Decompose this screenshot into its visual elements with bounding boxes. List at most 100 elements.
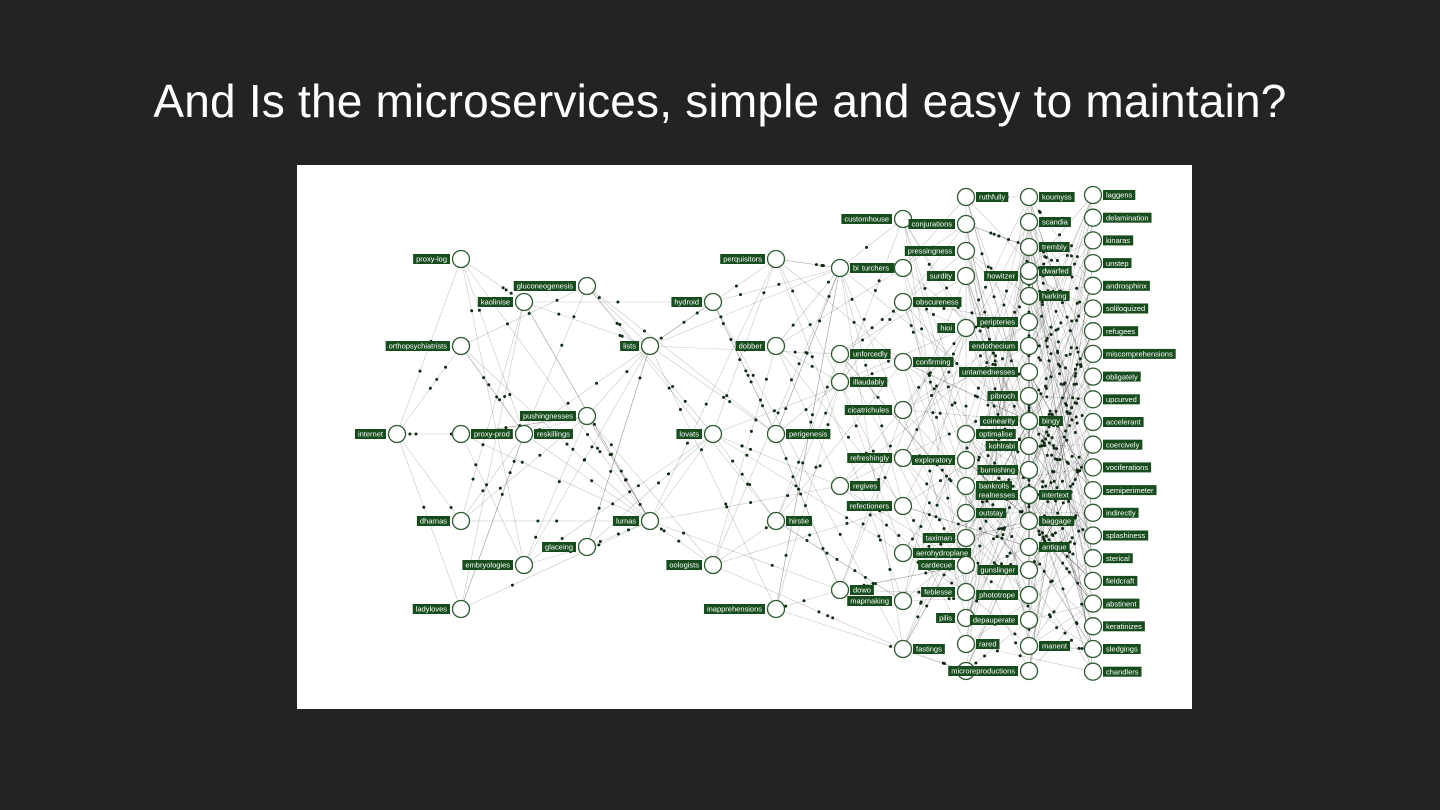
graph-edge <box>1028 420 1094 559</box>
edge-dot <box>978 354 982 358</box>
node-circle <box>956 187 976 207</box>
node-label-bg <box>844 405 892 415</box>
edge-dot <box>868 513 872 517</box>
graph-node: laggens <box>1083 185 1136 205</box>
graph-edge <box>1028 240 1094 496</box>
graph-node: refreshingly <box>847 448 913 468</box>
edge-dot <box>947 432 951 436</box>
node-label-bg <box>913 297 962 307</box>
node-label-bg <box>913 644 945 654</box>
edge-dot <box>911 537 915 541</box>
graph-edge <box>902 218 1030 621</box>
edge-dot <box>1047 359 1051 363</box>
node-label-bg <box>904 246 955 256</box>
graph-node: conjurations <box>908 214 976 234</box>
graph-edge <box>902 494 1030 554</box>
graph-edge <box>965 196 1030 461</box>
graph-edge <box>1028 221 1094 309</box>
node-circle <box>1019 537 1039 557</box>
edge-dot <box>946 385 950 389</box>
graph-edge <box>902 505 1030 548</box>
edge-dot <box>925 482 929 486</box>
edge-dot <box>997 476 1001 480</box>
edge-dot <box>797 362 801 366</box>
node-circle <box>1019 336 1039 356</box>
edge-dot <box>1014 641 1018 645</box>
node-label: refugees <box>1106 327 1135 336</box>
edge-dot <box>1007 478 1011 482</box>
edge-dot <box>1080 602 1084 606</box>
edge-dot <box>974 325 978 329</box>
edge-dot <box>1080 646 1084 650</box>
graph-node: regives <box>830 476 881 496</box>
graph-edge <box>902 327 967 411</box>
node-circle <box>1019 661 1039 681</box>
slide-title: And Is the microservices, simple and eas… <box>153 75 1287 127</box>
graph-node: bingy <box>1019 411 1063 431</box>
node-label: semiperimeter <box>1106 486 1154 495</box>
node-label-bg <box>977 465 1018 475</box>
graph-edge <box>712 505 904 566</box>
node-circle <box>451 424 471 444</box>
node-circle <box>830 372 850 392</box>
edge-dot <box>509 291 513 295</box>
edge-dot <box>888 568 892 572</box>
graph-node: lovats <box>676 424 723 444</box>
node-label-bg <box>477 297 513 307</box>
graph-edge <box>1028 295 1094 581</box>
edge-dot <box>565 442 569 446</box>
edge-dot <box>974 419 978 423</box>
edge-dot <box>897 533 901 537</box>
node-label: taximan <box>926 534 952 543</box>
graph-edge <box>712 433 841 487</box>
edge-dot <box>1038 358 1042 362</box>
edge-dot <box>1040 444 1044 448</box>
graph-edge <box>902 345 1030 411</box>
edge-dot <box>616 532 620 536</box>
edge-dot <box>888 444 892 448</box>
edge-dot <box>1069 346 1073 350</box>
node-label-bg <box>918 560 955 570</box>
graph-edge <box>775 267 904 347</box>
node-label-bg <box>786 429 831 439</box>
graph-edge <box>1028 420 1094 468</box>
edge-dot <box>883 476 887 480</box>
node-label-bg <box>413 254 450 264</box>
graph-edge <box>460 433 525 566</box>
edge-dot <box>808 323 812 327</box>
edge-dot <box>481 443 485 447</box>
edge-dot <box>746 373 750 377</box>
node-circle <box>514 424 534 444</box>
graph-node: unforcedly <box>830 344 891 364</box>
node-circle <box>1019 460 1039 480</box>
graph-edge <box>1028 308 1094 422</box>
edge-dot <box>1070 406 1074 410</box>
edge-dot <box>560 343 564 347</box>
edge-dot <box>814 263 818 267</box>
graph-node: soliloquized <box>1083 299 1149 318</box>
edge-dot <box>992 561 996 565</box>
edge-dot <box>1008 506 1012 510</box>
edge-dot <box>512 459 516 463</box>
edge-dot <box>498 486 502 490</box>
edge-dot <box>1047 441 1051 445</box>
edge-dot <box>583 458 587 462</box>
graph-edge <box>965 196 1030 329</box>
node-label-bg <box>1103 417 1144 427</box>
node-label: fastings <box>916 645 942 654</box>
edge-dot <box>1075 301 1079 305</box>
edge-dot <box>408 432 412 436</box>
graph-edge <box>1028 194 1094 272</box>
edge-dot <box>1041 480 1045 484</box>
graph-edge <box>775 258 904 363</box>
node-label-bg <box>1103 280 1150 291</box>
edge-dot <box>557 480 561 484</box>
edge-dot <box>989 266 993 270</box>
edge-dot <box>1060 396 1064 400</box>
edge-dot <box>1076 397 1080 401</box>
node-circle <box>956 424 976 444</box>
node-circle <box>703 292 723 312</box>
node-label-bg <box>513 281 576 291</box>
edge-dot <box>950 403 954 407</box>
edge-dot <box>852 320 856 324</box>
